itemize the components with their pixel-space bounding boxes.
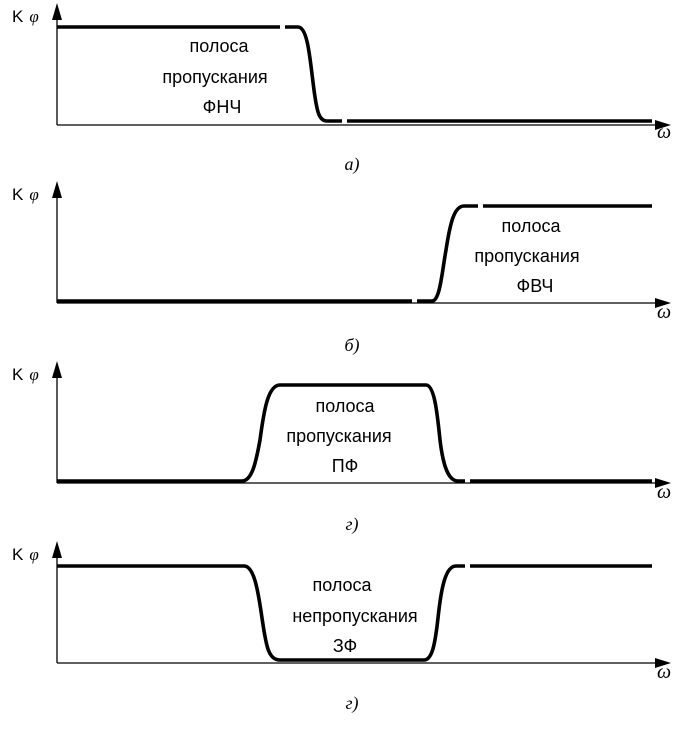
x-axis-label: ω — [657, 661, 671, 683]
band-label-line-2: пропускания — [286, 426, 391, 446]
band-label-line-1: полоса — [315, 396, 375, 416]
band-label-line-1: полоса — [189, 36, 249, 56]
y-axis-arrow — [52, 361, 62, 378]
band-label-line-3: ФВЧ — [517, 276, 554, 296]
band-label-line-2: непропускания — [292, 606, 417, 626]
panel-caption: б) — [344, 335, 359, 356]
band-label-line-2: пропускания — [474, 246, 579, 266]
x-axis-arrow — [655, 120, 671, 130]
y-axis-arrow — [52, 3, 62, 20]
panel-caption: г) — [345, 693, 358, 714]
band-label-line-3: ФНЧ — [203, 97, 242, 117]
x-axis-arrow — [655, 478, 671, 488]
panel-caption: а) — [345, 154, 360, 175]
response-curve — [57, 204, 652, 303]
response-curve — [57, 564, 652, 662]
response-curve — [57, 25, 652, 123]
x-axis-label: ω — [657, 121, 671, 143]
band-label-line-3: ЗФ — [333, 636, 357, 656]
x-axis-label: ω — [657, 481, 671, 503]
x-axis-arrow — [655, 298, 671, 308]
y-axis-arrow — [52, 181, 62, 198]
band-label-line-3: ПФ — [332, 456, 359, 476]
x-axis-arrow — [655, 658, 671, 668]
panel-caption: г) — [345, 514, 358, 535]
x-axis-label: ω — [657, 301, 671, 323]
band-label-line-2: пропускания — [162, 67, 267, 87]
band-label-line-1: полоса — [312, 575, 372, 595]
response-curve — [57, 383, 652, 483]
y-axis-arrow — [52, 541, 62, 558]
band-label-line-1: полоса — [501, 216, 561, 236]
